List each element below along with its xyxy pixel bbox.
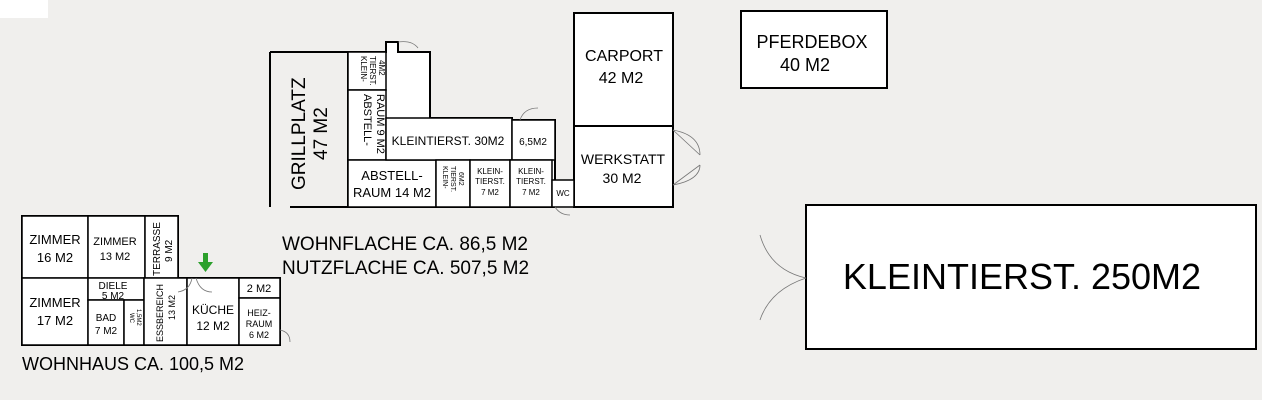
essbereich-l2: 13 M2 [167, 295, 177, 320]
zimmer-16-l1: ZIMMER [29, 232, 80, 247]
wc-small-l2: 1,5M2 [135, 309, 141, 326]
down-arrow-icon [198, 253, 213, 272]
zimmer-17-l2: 17 M2 [37, 313, 73, 328]
abstellraum-9-l1: ABSTELL- [361, 94, 373, 146]
grillplatz-label: GRILLPLATZ [289, 77, 310, 190]
kleintierst-7a-l2: TIERST. [475, 177, 505, 186]
kleintierst-6-l1: KLEIN- [441, 166, 448, 189]
corner-mark [0, 0, 48, 18]
kleintierst-7b-l2: TIERST. [516, 177, 546, 186]
heizraum-l3: 6 M2 [249, 330, 269, 340]
kleintierst-6-l3: 6M2 [457, 172, 464, 186]
room-2-label: 2 M2 [247, 283, 271, 295]
wohnhaus: ZIMMER 16 M2 ZIMMER 13 M2 TERRASSE 9 M2 … [21, 215, 291, 346]
diele-l2: 5 M2 [102, 291, 125, 302]
nutzflaeche-summary: NUTZFLACHE CA. 507,5 M2 [282, 258, 529, 279]
kleintierst-4-l3: 4M2 [377, 60, 386, 76]
abstellraum-9-l2: RAUM 9 M2 [374, 94, 386, 154]
essbereich-l1: ESSBEREICH [155, 284, 165, 342]
kleintierst-7a-l3: 7 M2 [481, 188, 499, 197]
wc-small-l1: WC [128, 313, 134, 324]
kueche-l1: KÜCHE [192, 303, 234, 317]
kleintierst-7b-l1: KLEIN- [518, 167, 544, 176]
kleintierst-6-l2: TIERST. [449, 166, 456, 192]
abstellraum-14-l1: ABSTELL- [361, 168, 422, 183]
heizraum-l2: RAUM [246, 319, 273, 329]
kleintierst-250: KLEINTIERST. 250M2 [759, 204, 1257, 350]
kleintierst-250-label: KLEINTIERST. 250M2 [843, 256, 1201, 297]
pferdebox-label: PFERDEBOX [756, 32, 867, 52]
wohnflaeche-summary: WOHNFLACHE CA. 86,5 M2 [282, 234, 528, 255]
carport-area: 42 M2 [599, 70, 644, 87]
heizraum-l1: HEIZ- [247, 308, 271, 318]
werkstatt-label: WERKSTATT [581, 151, 666, 167]
kleintierst-4-l2: TIERST. [368, 56, 377, 86]
carport-werkstatt: CARPORT 42 M2 WERKSTATT 30 M2 [573, 12, 701, 208]
zimmer-16-l2: 16 M2 [37, 250, 73, 265]
kleintierst-4-l1: KLEIN- [359, 56, 368, 82]
zimmer-17-l1: ZIMMER [29, 295, 80, 310]
kleintierst-30-label: KLEINTIERST. 30M2 [392, 134, 505, 148]
kleintierst-7a-l1: KLEIN- [477, 167, 503, 176]
room-65-label: 6,5M2 [519, 137, 547, 148]
carport-label: CARPORT [585, 48, 663, 65]
wohnhaus-summary: WOHNHAUS CA. 100,5 M2 [22, 354, 244, 374]
zimmer-13-l1: ZIMMER [93, 236, 136, 248]
terrasse-l1: TERRASSE [152, 222, 163, 276]
terrasse-l2: 9 M2 [164, 239, 175, 262]
kleintierst-7b-l3: 7 M2 [522, 188, 540, 197]
kueche-l2: 12 M2 [196, 319, 230, 333]
werkstatt-area: 30 M2 [603, 170, 642, 186]
bad-l2: 7 M2 [95, 326, 118, 337]
zimmer-13-l2: 13 M2 [100, 251, 131, 263]
wc-label: WC [556, 189, 570, 198]
pferdebox-area: 40 M2 [780, 55, 830, 75]
grillplatz-area: 47 M2 [311, 107, 332, 160]
stall-complex: GRILLPLATZ 47 M2 KLEIN- TIERST. 4M2 ABST… [269, 41, 575, 216]
pferdebox: PFERDEBOX 40 M2 [740, 10, 888, 89]
abstellraum-14-l2: RAUM 14 M2 [353, 185, 431, 200]
bad-l1: BAD [96, 313, 117, 324]
diele-l1: DIELE [99, 281, 128, 292]
